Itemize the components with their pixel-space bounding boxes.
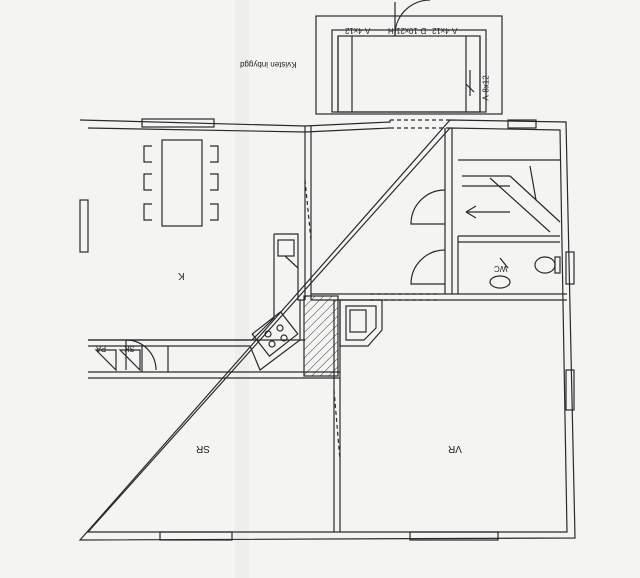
wc-fixtures — [489, 256, 561, 289]
entrance-label-3: A-4x12 — [432, 26, 458, 35]
fireplace — [339, 299, 383, 347]
paper-fold — [235, 0, 249, 578]
room-label-bedroom: SR — [196, 443, 210, 454]
entrance-porch — [315, 0, 503, 115]
room-label-kitchen: K — [178, 270, 185, 281]
top-note: Kvisten inbyggd — [240, 60, 297, 69]
kitchen-counter — [88, 233, 305, 372]
entrance-side-label: A-8x12 — [481, 75, 491, 101]
room-label-living: VR — [448, 443, 462, 454]
windows — [79, 118, 575, 541]
entrance-label-2: D-10x21 H — [388, 26, 427, 35]
room-label-pa: PA — [96, 344, 107, 353]
dining-set — [143, 139, 219, 227]
room-label-sk: SK — [124, 344, 135, 353]
room-label-wc: WC — [494, 264, 508, 273]
staircase — [462, 165, 561, 233]
entrance-label-1: A-4x12 — [345, 26, 371, 35]
wall-openings — [304, 119, 450, 461]
chimney — [303, 295, 339, 377]
